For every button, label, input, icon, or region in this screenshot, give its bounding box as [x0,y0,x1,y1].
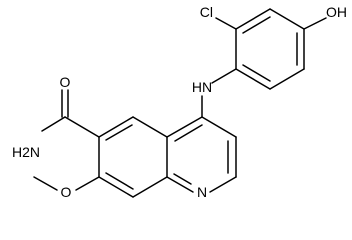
hydroxy-label: OH [326,4,347,20]
chlorophenol-ring [215,8,327,90]
benzo-ring [98,116,168,198]
ring-nitrogen-label: N [197,184,207,200]
methoxy-group [33,176,100,191]
carboxamide-group [41,89,100,138]
amine-linker [201,68,237,118]
amine-label: HN [192,79,212,95]
chloro-label: Cl [200,4,213,20]
amide-oxygen-label: O [60,74,71,90]
amide-nitrogen-label: H2N [12,144,40,160]
pyridine-ring [166,116,237,193]
structure-canvas: Cl OH HN O H2N O N [11,4,347,200]
methoxy-oxygen-label: O [61,184,72,200]
molecule-structure: Cl OH HN O H2N O N [12,4,347,200]
